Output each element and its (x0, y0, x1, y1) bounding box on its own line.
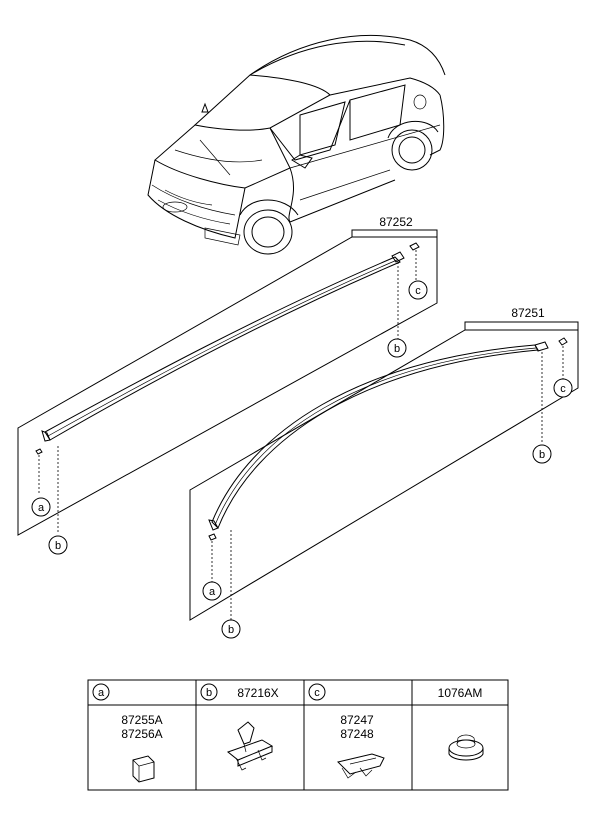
upper-rail-frame (17, 236, 438, 536)
svg-text:a: a (38, 502, 45, 514)
legend-table (87, 679, 509, 791)
upper-rail-part-number: 87252 (379, 215, 413, 229)
end-cap-icon (132, 755, 155, 783)
legend-a-part-1: 87255A (121, 713, 162, 727)
svg-text:b: b (394, 343, 400, 355)
bracket-icon (337, 753, 385, 779)
svg-text:c: c (415, 285, 421, 297)
svg-text:c: c (314, 687, 320, 699)
clip-icon (226, 721, 274, 771)
legend-a-part-2: 87256A (121, 727, 162, 741)
legend-header-b: b 87216X (200, 683, 279, 701)
callout-c-upper: c (408, 280, 428, 300)
lower-rail-assembly (189, 321, 579, 621)
svg-text:b: b (228, 624, 234, 636)
svg-text:a: a (98, 687, 105, 699)
lower-rail-part-number: 87251 (511, 306, 545, 320)
legend-header-c: c (308, 683, 326, 701)
callout-a-lower: a (202, 581, 222, 601)
grommet-icon (448, 734, 484, 761)
legend-d-part-number: 1076AM (438, 686, 483, 700)
svg-text:b: b (539, 449, 545, 461)
callout-c-lower: c (553, 378, 573, 398)
upper-rail-assembly (17, 229, 438, 536)
callout-b-lower-rear: b (532, 444, 552, 464)
upper-rail-strip (44, 256, 401, 441)
legend-c-part-1: 87247 (340, 713, 374, 727)
lower-rail-frame (189, 329, 579, 621)
svg-text:b: b (206, 687, 212, 699)
car-illustration (147, 35, 446, 255)
lower-rail-strip (211, 344, 539, 529)
callout-b-upper-rear: b (387, 338, 407, 358)
legend-header-a: a (92, 683, 110, 701)
svg-text:a: a (209, 586, 216, 598)
callout-a-upper: a (31, 497, 51, 517)
callout-b-upper-front: b (48, 535, 68, 555)
svg-text:c: c (560, 383, 566, 395)
legend-b-part-number: 87216X (237, 686, 278, 700)
callout-b-lower-front: b (221, 619, 241, 639)
legend-c-part-2: 87248 (340, 727, 374, 741)
svg-text:b: b (55, 540, 61, 552)
